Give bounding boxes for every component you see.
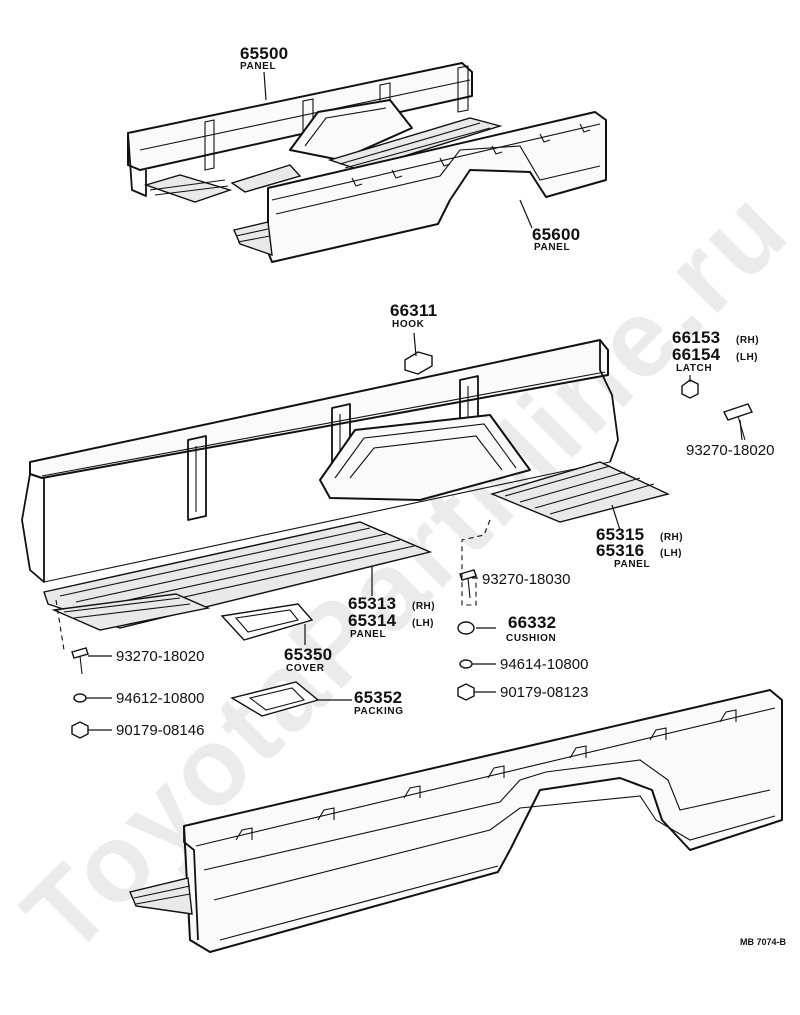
nut-90179-08123-shape	[457, 683, 475, 701]
hook-66311-shape	[404, 351, 433, 375]
callout-66311-desc: HOOK	[392, 319, 425, 330]
floor-panel-65315	[489, 461, 671, 523]
side-panel-shape	[183, 689, 783, 953]
callout-65314-desc: PANEL	[350, 629, 386, 640]
callout-65500-desc: PANEL	[240, 61, 276, 72]
callout-66153-number: 66153	[672, 328, 720, 347]
washer-94612-shape	[73, 693, 87, 703]
callout-93270-18020-right: 93270-18020	[686, 442, 774, 459]
nut-90179-08146-shape	[71, 721, 89, 739]
callout-65316-number: 65316	[596, 541, 644, 560]
callout-93270-18020-left: 93270-18020	[116, 648, 204, 665]
leader-lines	[86, 71, 743, 731]
bed-floor-top	[143, 174, 233, 203]
callout-93270-18030: 93270-18030	[482, 571, 570, 588]
callout-65352-number: 65352	[354, 688, 402, 707]
callout-65350-desc: COVER	[286, 663, 325, 674]
callout-65352-desc: PACKING	[354, 706, 404, 717]
cover-65350-shape	[220, 603, 314, 641]
callout-65314-side: (LH)	[412, 618, 434, 629]
assembly-bed-overview	[127, 62, 607, 263]
callout-65600-desc: PANEL	[534, 242, 570, 253]
washer-94614-shape	[459, 659, 473, 669]
bolt-left-shape	[71, 647, 89, 659]
callout-94614-10800: 94614-10800	[500, 656, 588, 673]
callout-65500-number: 65500	[240, 44, 288, 63]
callout-66311-number: 66311	[390, 301, 437, 320]
callout-66154-number: 66154	[672, 345, 721, 364]
assembly-bed-detail	[21, 339, 753, 631]
callout-65315-side: (RH)	[660, 532, 683, 543]
callout-65313-side: (RH)	[412, 601, 435, 612]
callout-66154-side: (LH)	[736, 352, 758, 363]
callout-66153-side: (RH)	[736, 335, 759, 346]
assembly-side-panel	[129, 689, 783, 953]
callout-90179-08123: 90179-08123	[500, 684, 588, 701]
callout-66154-desc: LATCH	[676, 363, 712, 374]
figure-code: MB 7074-B	[740, 937, 787, 947]
callout-65316-side: (LH)	[660, 548, 682, 559]
callout-90179-08146: 90179-08146	[116, 722, 204, 739]
wheel-house-hump	[319, 414, 531, 501]
callout-66332-desc: CUSHION	[506, 633, 556, 644]
callout-65314-number: 65314	[348, 611, 397, 630]
cushion-66332-shape	[457, 621, 475, 635]
callout-66332-number: 66332	[508, 613, 556, 632]
callout-65350-number: 65350	[284, 645, 332, 664]
callout-65316-desc: PANEL	[614, 559, 650, 570]
latch-66153-shape	[681, 379, 699, 399]
bolt-right-shape	[723, 403, 753, 421]
callout-65313-number: 65313	[348, 594, 396, 613]
callout-94612-10800: 94612-10800	[116, 690, 204, 707]
callout-65600-number: 65600	[532, 225, 580, 244]
callout-65315-number: 65315	[596, 525, 644, 544]
side-floor-ribs	[129, 877, 193, 915]
